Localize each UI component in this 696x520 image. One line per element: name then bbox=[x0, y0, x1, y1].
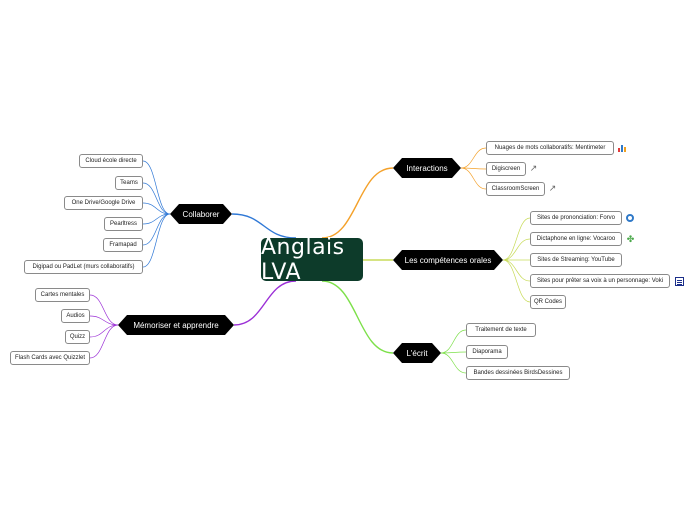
link-collaborer-leaf bbox=[142, 182, 171, 215]
leaf-teams[interactable]: Teams bbox=[115, 176, 143, 190]
leaf-label: Digipad ou PadLet (murs collaboratifs) bbox=[32, 264, 135, 270]
leaf-label: One Drive/Google Drive bbox=[71, 200, 136, 206]
leaf-label: Teams bbox=[120, 180, 138, 186]
leaf-label: Flash Cards avec Quizzlet bbox=[14, 355, 86, 361]
leaf-label: Sites pour prêter sa voix à un personnag… bbox=[536, 278, 664, 284]
voki-icon[interactable] bbox=[675, 277, 684, 286]
link-collaborer-leaf bbox=[142, 160, 171, 215]
leaf-vocaroo[interactable]: Dictaphone en ligne: Vocaroo bbox=[530, 232, 622, 246]
link-collaborer-leaf bbox=[142, 202, 171, 215]
leaf-label: Nuages de mots collaboratifs: Mentimeter bbox=[494, 145, 606, 151]
leaf-label: Sites de Streaming: YouTube bbox=[537, 257, 615, 263]
leaf-label: QR Codes bbox=[534, 299, 563, 305]
leaf-mentimeter[interactable]: Nuages de mots collaboratifs: Mentimeter bbox=[486, 141, 614, 155]
topic-competences-orales[interactable]: Les compétences orales bbox=[393, 250, 503, 270]
leaf-qr-codes[interactable]: QR Codes bbox=[530, 295, 566, 309]
link-root-interactions bbox=[321, 167, 394, 239]
leaf-youtube[interactable]: Sites de Streaming: YouTube bbox=[530, 253, 622, 267]
leaf-quizz[interactable]: Quizz bbox=[65, 330, 90, 344]
link-memoriser-leaf bbox=[89, 324, 119, 359]
leaf-digipad[interactable]: Digipad ou PadLet (murs collaboratifs) bbox=[24, 260, 143, 274]
leaf-voki[interactable]: Sites pour prêter sa voix à un personnag… bbox=[530, 274, 670, 288]
bar-chart-bar bbox=[618, 148, 620, 152]
bar-chart-bar bbox=[624, 147, 626, 152]
leaf-diaporama[interactable]: Diaporama bbox=[466, 345, 508, 359]
leaf-label: Cartes mentales bbox=[40, 292, 85, 298]
leaf-traitement-texte[interactable]: Traitement de texte bbox=[466, 323, 536, 337]
root-node[interactable]: Anglais LVA bbox=[261, 235, 363, 285]
leaf-label: Cloud école directe bbox=[85, 158, 137, 164]
topic-label: Interactions bbox=[406, 163, 448, 173]
link-ecrit-leaf bbox=[440, 352, 467, 374]
ring-icon[interactable] bbox=[626, 214, 635, 223]
link-memoriser-leaf bbox=[89, 324, 119, 338]
root-label: Anglais LVA bbox=[261, 234, 345, 285]
leaf-label: Framapad bbox=[109, 242, 137, 248]
link-orales-leaf bbox=[502, 238, 531, 261]
topic-label: Les compétences orales bbox=[404, 255, 492, 265]
topic-label: Collaborer bbox=[182, 209, 220, 219]
link-root-ecrit bbox=[321, 280, 394, 354]
leaf-label: ClassroomScreen bbox=[491, 186, 540, 192]
link-interactions-leaf bbox=[460, 167, 487, 190]
link-orales-leaf bbox=[502, 259, 531, 282]
bar-chart-icon[interactable] bbox=[618, 144, 626, 152]
external-link-icon[interactable]: ↗ bbox=[548, 183, 557, 193]
link-interactions-leaf bbox=[460, 147, 487, 169]
link-root-memoriser bbox=[233, 280, 297, 326]
vocaroo-icon[interactable]: ✤ bbox=[626, 234, 635, 244]
topic-label: L'écrit bbox=[406, 348, 428, 358]
external-link-icon[interactable]: ↗ bbox=[529, 163, 538, 173]
link-ecrit-leaf bbox=[440, 329, 467, 354]
ring-icon-shape bbox=[626, 214, 634, 222]
topic-collaborer[interactable]: Collaborer bbox=[170, 204, 232, 224]
topic-memoriser[interactable]: Mémoriser et apprendre bbox=[118, 315, 234, 335]
leaf-label: Dictaphone en ligne: Vocaroo bbox=[536, 236, 616, 242]
link-collaborer-leaf bbox=[142, 213, 171, 268]
leaf-label: Traitement de texte bbox=[475, 327, 527, 333]
link-memoriser-leaf bbox=[89, 294, 119, 326]
leaf-label: Pearltress bbox=[109, 221, 137, 227]
topic-ecrit[interactable]: L'écrit bbox=[393, 343, 441, 363]
link-interactions-leaf bbox=[460, 167, 487, 170]
leaf-label: Digiscreen bbox=[491, 166, 521, 172]
voki-icon-line bbox=[677, 284, 682, 285]
leaf-label: Bandes dessinées BirdsDessines bbox=[473, 370, 563, 376]
voki-icon-line bbox=[677, 280, 682, 281]
leaf-label: Diaporama bbox=[472, 349, 502, 355]
leaf-cloud-ecole[interactable]: Cloud école directe bbox=[79, 154, 143, 168]
topic-label: Mémoriser et apprendre bbox=[133, 320, 219, 330]
link-ecrit-leaf bbox=[440, 351, 467, 354]
link-orales-leaf bbox=[502, 259, 531, 303]
voki-icon-line bbox=[677, 282, 682, 283]
leaf-audios[interactable]: Audios bbox=[61, 309, 90, 323]
leaf-label: Quizz bbox=[69, 334, 86, 340]
leaf-flash-cards[interactable]: Flash Cards avec Quizzlet bbox=[10, 351, 90, 365]
leaf-framapad[interactable]: Framapad bbox=[103, 238, 143, 252]
bar-chart-bar bbox=[621, 145, 623, 152]
leaf-cartes-mentales[interactable]: Cartes mentales bbox=[35, 288, 90, 302]
link-orales-leaf bbox=[502, 217, 531, 261]
leaf-label: Audios bbox=[66, 313, 85, 319]
leaf-forvo[interactable]: Sites de prononciation: Forvo bbox=[530, 211, 622, 225]
leaf-pearltress[interactable]: Pearltress bbox=[104, 217, 143, 231]
leaf-birdsdessines[interactable]: Bandes dessinées BirdsDessines bbox=[466, 366, 570, 380]
link-memoriser-leaf bbox=[89, 315, 119, 326]
leaf-digiscreen[interactable]: Digiscreen bbox=[486, 162, 526, 176]
leaf-classroomscreen[interactable]: ClassroomScreen bbox=[486, 182, 545, 196]
link-root-collaborer bbox=[231, 213, 297, 239]
topic-interactions[interactable]: Interactions bbox=[393, 158, 461, 178]
leaf-onedrive[interactable]: One Drive/Google Drive bbox=[64, 196, 143, 210]
leaf-label: Sites de prononciation: Forvo bbox=[536, 215, 616, 221]
